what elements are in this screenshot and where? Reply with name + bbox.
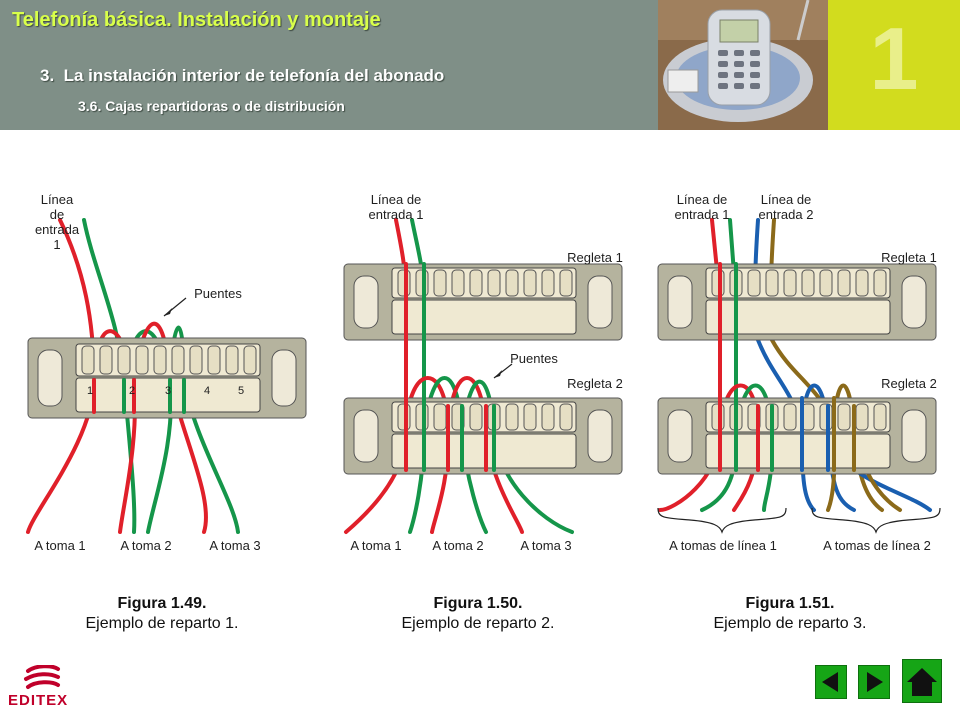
fig3-label-tomas2: A tomas de línea 2 <box>823 538 931 553</box>
regleta-1-block <box>343 263 623 341</box>
fig3-label-line-in2: Línea de entrada 2 <box>758 192 814 222</box>
regleta-2-block <box>343 397 623 475</box>
section-title: 3. La instalación interior de telefonía … <box>40 66 445 85</box>
fig1-label-toma3: A toma 3 <box>209 538 261 553</box>
fig2-label-regleta1: Regleta 1 <box>567 250 623 265</box>
fig2-label-regleta2: Regleta 2 <box>567 376 623 391</box>
brace-tomas-1 <box>657 507 787 534</box>
prev-button[interactable] <box>815 665 847 699</box>
figure-1-50: Línea de entrada 1 Regleta 1 Puentes Reg… <box>340 180 640 560</box>
caption-text: Ejemplo de reparto 3. <box>713 615 867 632</box>
fig1-label-toma1: A toma 1 <box>34 538 86 553</box>
figure-1-51-diagram <box>657 218 941 534</box>
editex-logo-icon <box>24 665 60 689</box>
fig2-label-line-in: Línea de entrada 1 <box>368 192 424 222</box>
telephone-photo <box>658 0 828 130</box>
fig3-label-regleta2: Regleta 2 <box>881 376 937 391</box>
page-title: Telefonía básica. Instalación y montaje <box>12 9 381 31</box>
subsection-title: 3.6. Cajas repartidoras o de distribució… <box>78 98 345 114</box>
regleta-2-block <box>657 397 937 475</box>
fig2-label-toma1: A toma 1 <box>350 538 402 553</box>
fig1-label-toma2: A toma 2 <box>120 538 172 553</box>
caption-figure-1-49: Figura 1.49. Ejemplo de reparto 1. <box>12 594 312 634</box>
regleta-block <box>27 337 307 419</box>
fig3-label-line-in1: Línea de entrada 1 <box>674 192 730 222</box>
caption-figure-1-51: Figura 1.51. Ejemplo de reparto 3. <box>640 594 940 634</box>
home-button[interactable] <box>902 659 942 703</box>
chapter-badge: 1 <box>828 0 960 130</box>
terminal-3: 3 <box>164 385 172 397</box>
brace-tomas-2 <box>811 507 941 534</box>
caption-text: Ejemplo de reparto 1. <box>85 615 239 632</box>
terminal-2: 2 <box>128 385 136 397</box>
fig2-label-toma3: A toma 3 <box>520 538 572 553</box>
figure-1-49-diagram <box>26 218 307 534</box>
fig1-label-bridges: Puentes <box>194 286 242 301</box>
arrow-right-icon <box>867 672 883 692</box>
caption-figure-1-50: Figura 1.50. Ejemplo de reparto 2. <box>328 594 628 634</box>
figure-1-51: Línea de entrada 1 Línea de entrada 2 Re… <box>654 180 954 560</box>
caption-number: Figura 1.49. <box>117 595 207 612</box>
figure-1-50-diagram <box>343 218 623 534</box>
editex-logo: EDITEX <box>8 665 78 713</box>
fig3-label-tomas1: A tomas de línea 1 <box>669 538 777 553</box>
terminal-4: 4 <box>203 385 211 397</box>
fig1-label-line-in: Línea de entrada 1 <box>34 192 80 252</box>
editex-logo-text: EDITEX <box>8 692 69 709</box>
terminal-1: 1 <box>86 385 94 397</box>
fig3-label-regleta1: Regleta 1 <box>881 250 937 265</box>
regleta-1-block <box>657 263 937 341</box>
caption-number: Figura 1.50. <box>433 595 523 612</box>
home-icon <box>907 668 937 696</box>
chapter-number: 1 <box>869 9 919 108</box>
figure-1-49: Línea de entrada 1 Puentes 1 2 3 4 5 A t… <box>24 180 324 560</box>
telephone-image <box>658 0 828 130</box>
next-button[interactable] <box>858 665 890 699</box>
terminal-5: 5 <box>237 385 245 397</box>
fig2-label-bridges: Puentes <box>510 351 558 366</box>
caption-text: Ejemplo de reparto 2. <box>401 615 555 632</box>
fig2-label-toma2: A toma 2 <box>432 538 484 553</box>
header-banner: Telefonía básica. Instalación y montaje … <box>0 0 658 130</box>
arrow-left-icon <box>822 672 838 692</box>
caption-number: Figura 1.51. <box>745 595 835 612</box>
